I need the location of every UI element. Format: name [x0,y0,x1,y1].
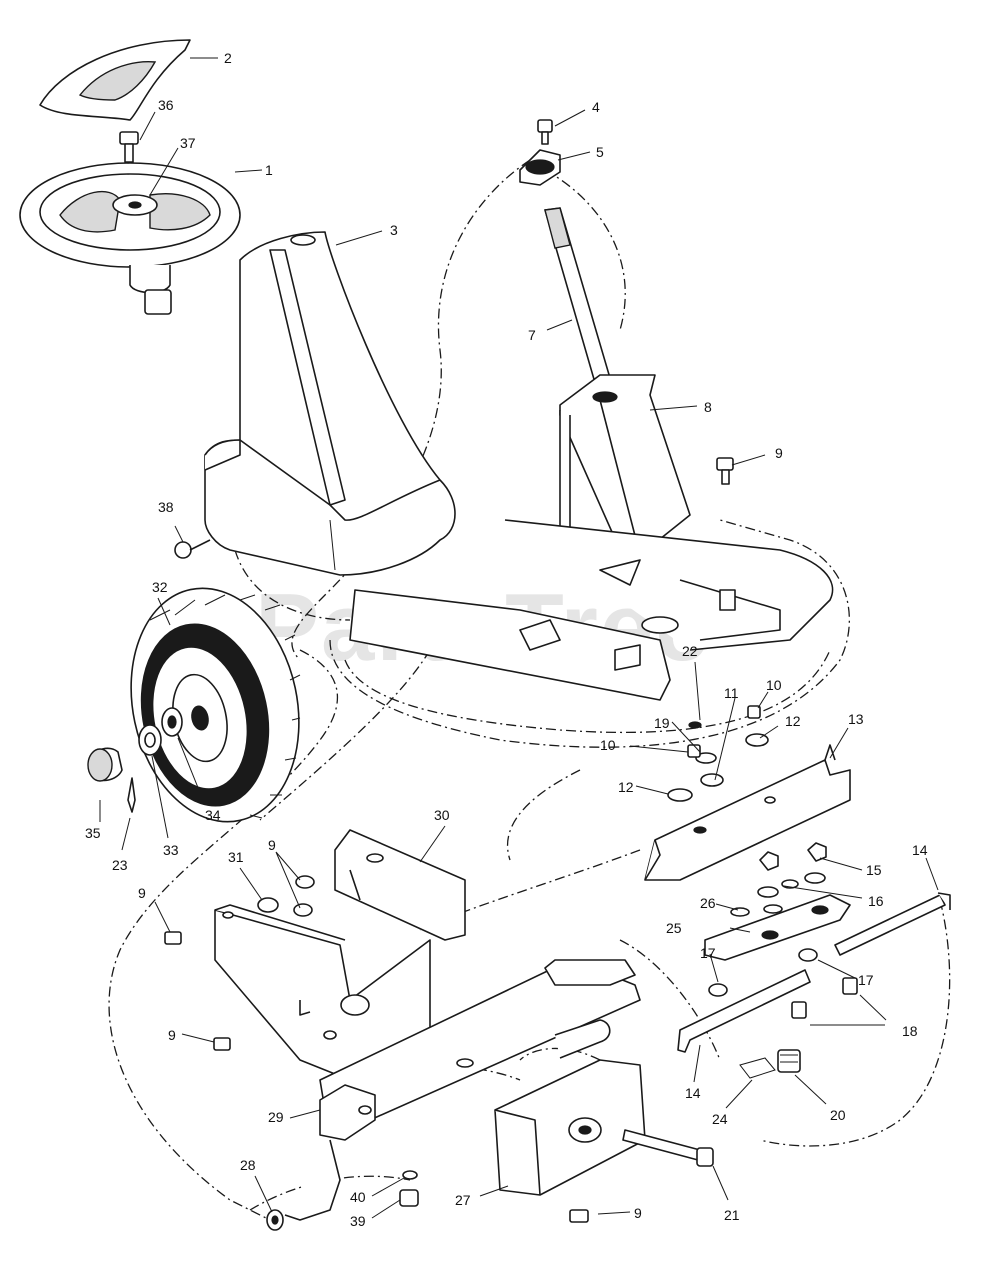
bolt-21 [622,1129,714,1167]
gear-plate-25 [704,894,851,961]
callout-33: 33 [163,842,179,858]
callout-3: 3 [390,222,398,238]
washer-33 [138,724,162,756]
axle-bracket [214,904,431,1081]
callout-14-left: 14 [685,1085,701,1101]
callout-32: 32 [152,579,168,595]
callout-labels: 1 2 3 4 5 7 8 9 10 10 11 12 12 13 14 14 … [85,50,928,1229]
washer-28 [266,1209,284,1231]
callout-17-right: 17 [858,972,874,988]
callout-12-right: 12 [785,713,801,729]
callout-2: 2 [224,50,232,66]
callout-15: 15 [866,862,882,878]
bolt-4 [537,119,553,145]
bolt-9-bottom [569,1209,589,1223]
callout-10-right: 10 [766,677,782,693]
callout-17-left: 17 [700,945,716,961]
cotter-pin-23 [127,777,136,813]
callout-10-left: 10 [600,737,616,753]
callout-12-left: 12 [618,779,634,795]
callout-1: 1 [265,162,273,178]
nut-17-left [708,983,728,997]
spindle-bracket-29 [284,1084,376,1221]
screw-38 [174,539,211,559]
callout-34: 34 [205,807,221,823]
washer-31 [257,875,315,917]
callout-24: 24 [712,1111,728,1127]
callout-14-right: 14 [912,842,928,858]
steering-wheel-cap [39,39,191,121]
hub-cap-35 [87,747,123,782]
fasteners-upper [667,705,769,802]
callout-9-lower: 9 [168,1027,176,1043]
callout-39: 39 [350,1213,366,1229]
callout-22: 22 [682,643,698,659]
steering-wheel [19,162,241,315]
callout-40: 40 [350,1189,366,1205]
nut-39 [399,1189,419,1207]
bolt-9-top [716,457,734,485]
nut-17-right [798,948,818,962]
frame-plate [349,519,834,701]
callout-36: 36 [158,97,174,113]
nut-20 [777,1049,801,1073]
callout-18: 18 [902,1023,918,1039]
callout-31: 31 [228,849,244,865]
callout-9-left: 9 [138,885,146,901]
callout-4: 4 [592,99,600,115]
lower-bracket-27 [494,1059,646,1196]
callout-30: 30 [434,807,450,823]
dash-console [204,231,456,576]
callout-37: 37 [180,135,196,151]
tie-rod-left [677,969,811,1053]
callout-38: 38 [158,499,174,515]
callout-27: 27 [455,1192,471,1208]
callout-26: 26 [700,895,716,911]
callout-20: 20 [830,1107,846,1123]
callout-29: 29 [268,1109,284,1125]
callout-9-top: 9 [775,445,783,461]
bolt-18 [791,977,858,1019]
callout-7: 7 [528,327,536,343]
steering-shaft [544,207,616,401]
bolt-36 [119,131,139,163]
callout-9-bottom: 9 [634,1205,642,1221]
callout-23: 23 [112,857,128,873]
tie-rod-right [834,892,951,956]
front-tire [130,587,301,823]
bolt-9-left [164,931,231,1051]
leader-lines [99,57,939,1219]
nuts-washers [730,842,827,917]
callout-21: 21 [724,1207,740,1223]
callout-16: 16 [868,893,884,909]
clip-24 [739,1057,776,1079]
callout-19: 19 [654,715,670,731]
callout-8: 8 [704,399,712,415]
steering-bracket-13 [644,744,851,881]
callout-13: 13 [848,711,864,727]
washer-34 [161,707,183,737]
side-plate-30 [334,829,466,941]
bushing-5 [519,149,561,186]
callout-5: 5 [596,144,604,160]
washer-40 [402,1170,418,1180]
callout-35: 35 [85,825,101,841]
callout-25: 25 [666,920,682,936]
callout-11: 11 [724,685,739,701]
callout-28: 28 [240,1157,256,1173]
callout-9-bolts: 9 [268,837,276,853]
